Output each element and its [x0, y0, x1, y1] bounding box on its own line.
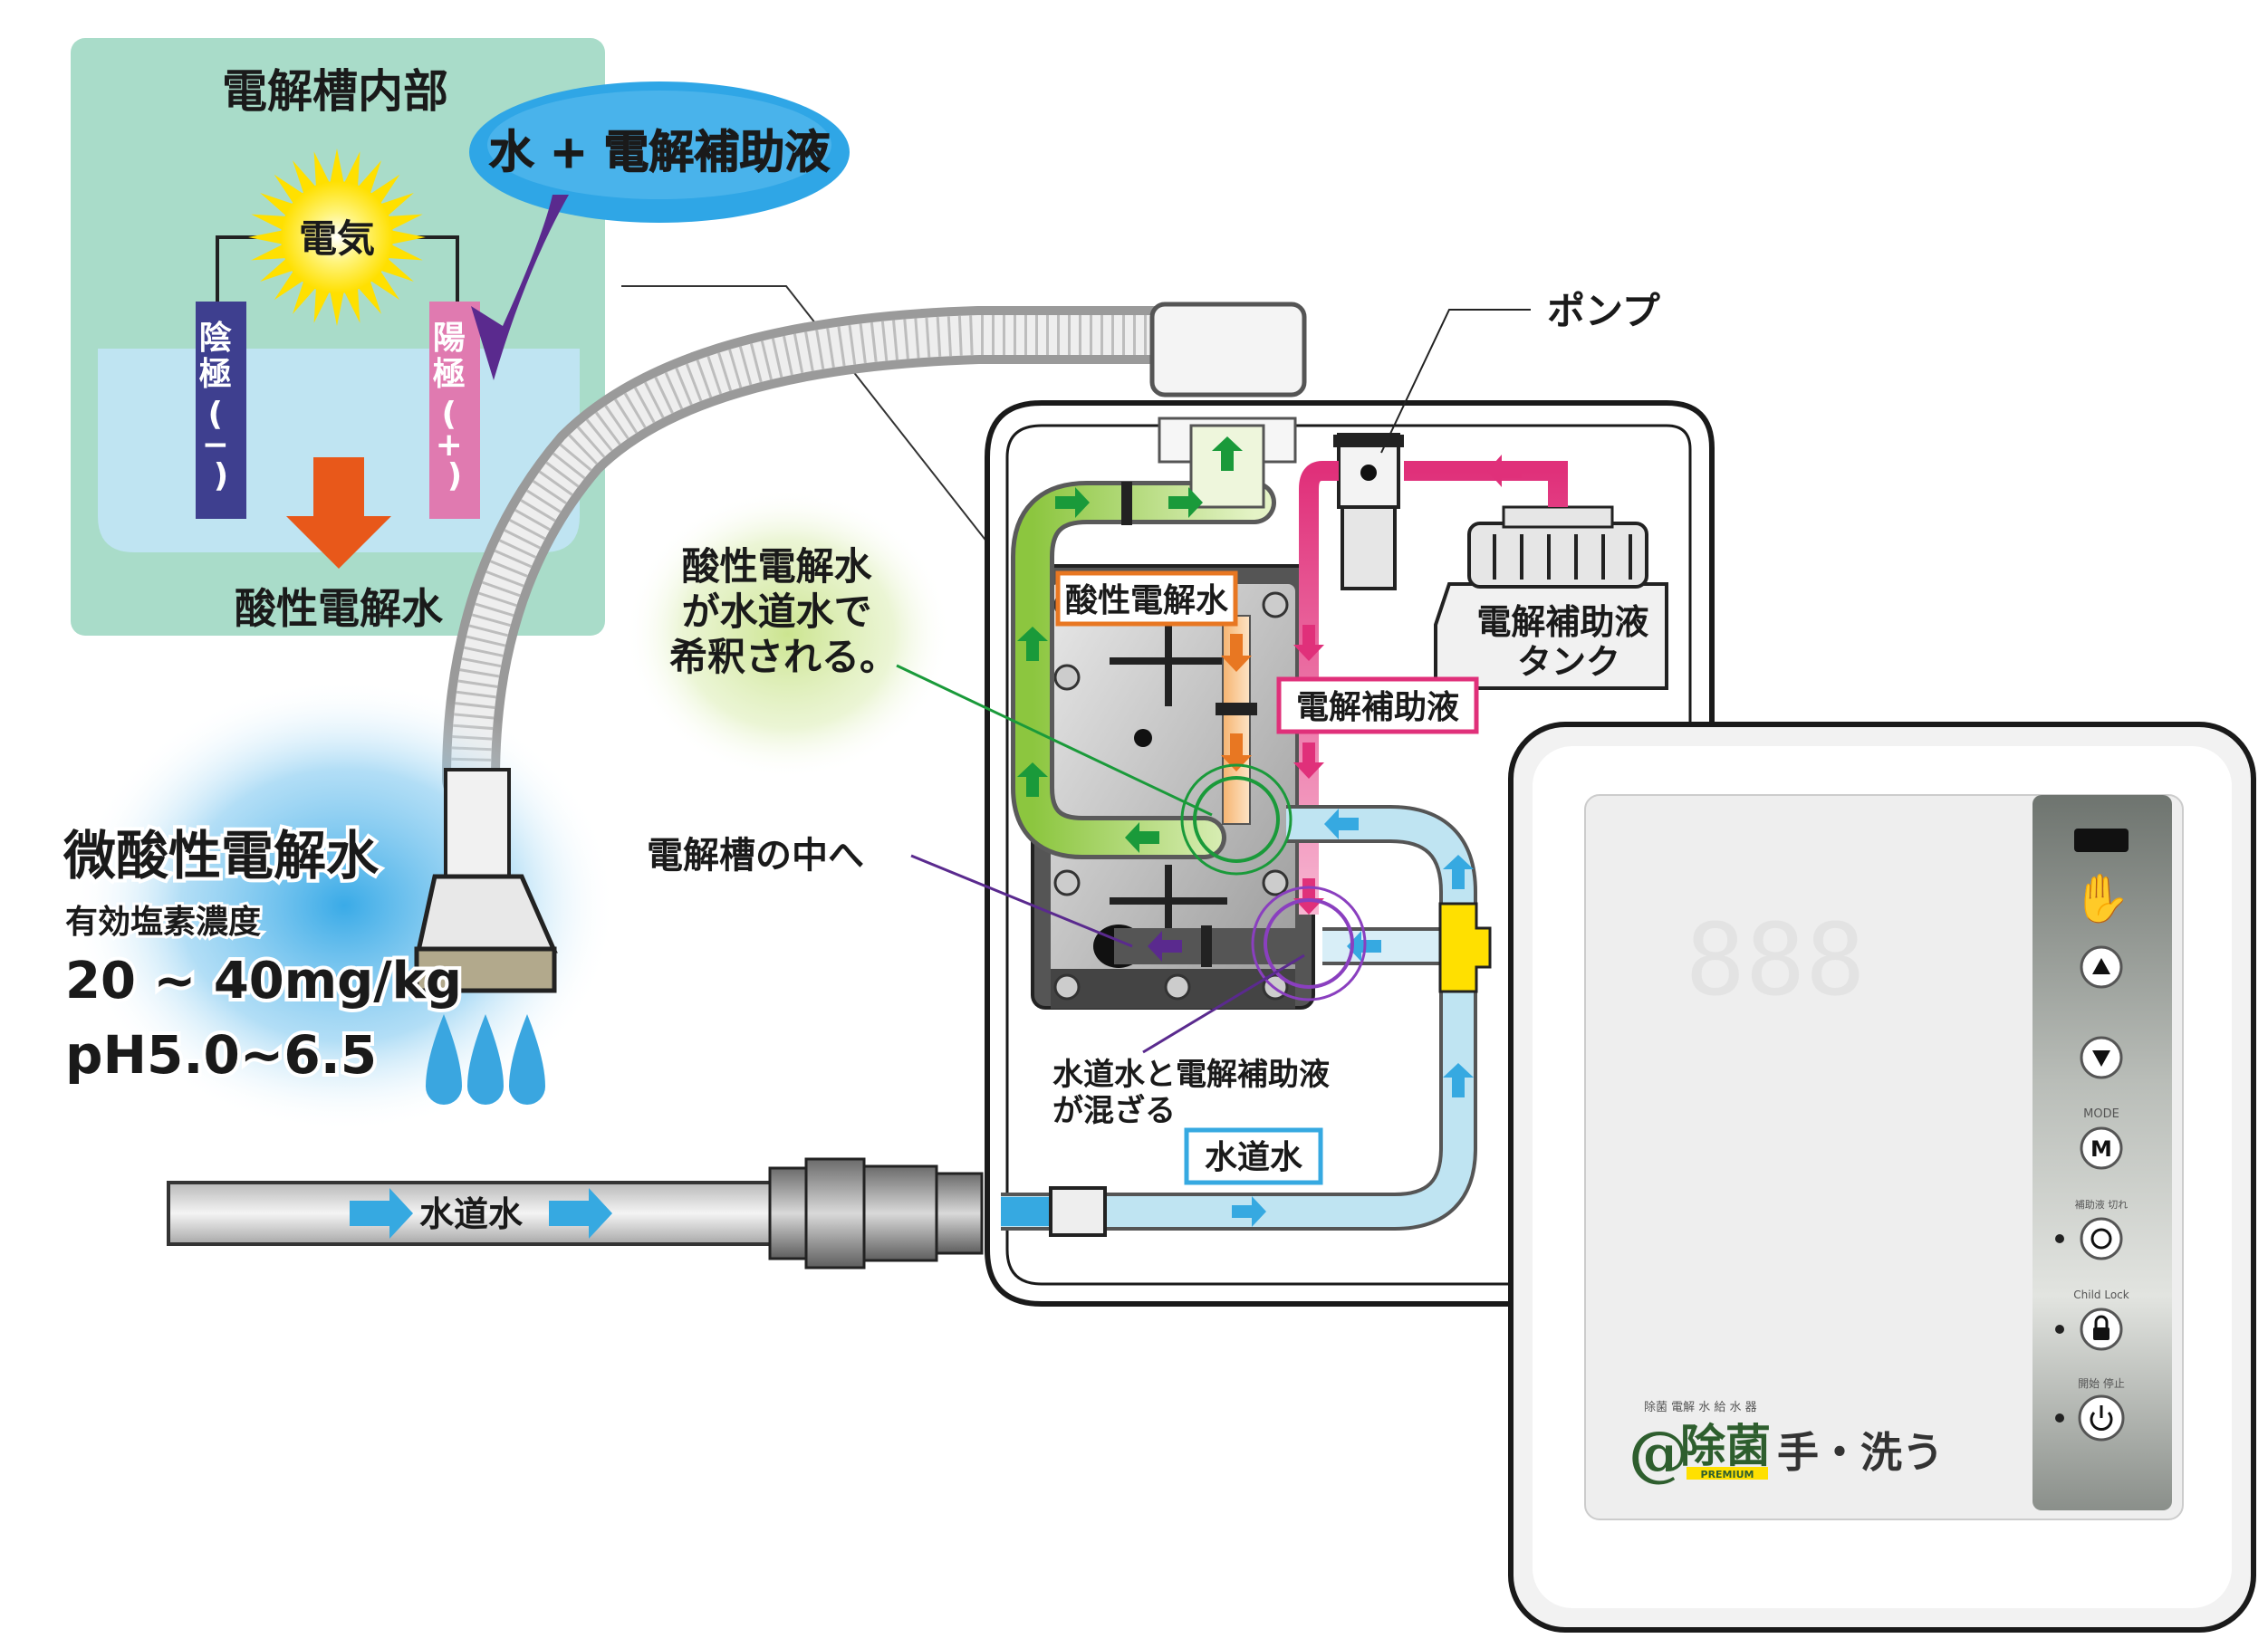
mixing-leader-line [1142, 953, 1305, 1054]
flow-arrow-icon [1487, 455, 1522, 487]
additive-box: 電解補助液 [1276, 676, 1479, 734]
reset-label: 補助液 切れ [2075, 1198, 2129, 1211]
electricity-burst [248, 149, 426, 326]
brand-premium: PREMIUM [1701, 1469, 1754, 1480]
acid-water-box-label: 酸性電解水 [1065, 582, 1229, 619]
up-arrow-icon [2092, 958, 2110, 974]
output-arrow-icon [286, 457, 391, 569]
concentration-label: 有効塩素濃度 [65, 904, 261, 941]
brand-suffix: 手・洗う [1777, 1428, 1944, 1477]
flow-arrow-icon [1293, 878, 1324, 915]
start-stop-label: 開始 停止 [2078, 1376, 2125, 1390]
product-specs: 微酸性電解水 有効塩素濃度 20 ~ 40mg/kg pH5.0~6.5 [59, 821, 466, 1089]
t-junction [1438, 902, 1492, 993]
water-drop-icon [467, 1014, 504, 1105]
mode-button-label: M [2090, 1136, 2112, 1162]
water-drops [426, 1014, 545, 1105]
device-front: 888 ✋ MODE M 補助液 切れ Child Lock 開始 [1508, 722, 2256, 1633]
dilution-note-glow [625, 489, 951, 779]
ph-value: pH5.0~6.5 [65, 1024, 377, 1086]
water-drop-icon [426, 1014, 462, 1105]
flow-arrow-icon [1017, 627, 1048, 661]
device-display: 888 [1686, 902, 1866, 1018]
flow-arrow-icon [1221, 733, 1252, 771]
inlet-pipe-label: 水道水 [419, 1194, 524, 1234]
product-title: 微酸性電解水 [62, 825, 380, 886]
mode-button[interactable]: M [2080, 1126, 2123, 1170]
dilution-leader-line [896, 664, 1213, 817]
tap-water-box: 水道水 [1184, 1127, 1323, 1185]
flow-arrow-icon [1017, 762, 1048, 797]
inset-title: 電解槽内部 [222, 65, 448, 118]
additive-tubing [1293, 455, 1568, 915]
flow-arrow-icon [1221, 634, 1252, 672]
hand-sensor-icon: ✋ [2072, 871, 2131, 926]
flow-arrow-icon [1232, 1196, 1266, 1227]
inlet-flow-arrow-icon [350, 1188, 413, 1239]
brand-at: @ [1629, 1418, 1688, 1489]
brand-name: 除菌 [1680, 1420, 1771, 1472]
flow-arrow-icon [1324, 809, 1359, 839]
into-cell-leader-line [910, 854, 1133, 948]
mode-label: MODE [2083, 1107, 2119, 1121]
outlet-hose-ribs [451, 315, 1168, 780]
mixed-tubing [1114, 886, 1367, 1001]
mixing-note: 水道水と電解補助液 が混ざる [1052, 1057, 1341, 1129]
child-lock-button[interactable] [2080, 1308, 2123, 1351]
flow-arrow-icon [1212, 436, 1243, 471]
acid-water-box: 酸性電解水 [1055, 570, 1238, 627]
tap-water-box-label: 水道水 [1205, 1139, 1303, 1176]
up-button[interactable] [2080, 945, 2123, 989]
flow-arrow-icon [1443, 855, 1474, 889]
cathode-label: 陰 極 ( − ) [199, 320, 244, 494]
inlet-pipe: 水道水 [167, 1157, 984, 1270]
reset-button[interactable] [2080, 1217, 2123, 1260]
flow-arrow-icon [1443, 1063, 1474, 1097]
flow-arrow-icon [1293, 743, 1324, 779]
down-button[interactable] [2080, 1036, 2123, 1079]
dilution-point-highlight [1193, 776, 1280, 863]
child-lock-label: Child Lock [2073, 1289, 2129, 1301]
flow-arrow-icon [1125, 822, 1159, 853]
down-arrow-icon [2092, 1050, 2110, 1067]
pump-label: ポンプ [1547, 289, 1660, 333]
flow-arrow-icon [1055, 487, 1090, 518]
anode-electrode [429, 302, 480, 519]
hose-connector [1149, 302, 1307, 398]
inset-panel: 電解槽内部 電気 陰 極 ( − ) 陽 極 ( + ) 酸性電解 [71, 38, 605, 636]
inlet-flow-arrow-icon [549, 1188, 612, 1239]
electricity-label: 電気 [299, 216, 375, 261]
power-button[interactable] [2078, 1394, 2125, 1442]
nozzle [414, 768, 558, 993]
power-icon [2090, 1411, 2113, 1431]
mixing-point-highlight [1264, 898, 1354, 989]
brand-logo: 除菌 電解 水 給 水 器 @ 除菌 PREMIUM 手・洗う [1629, 1401, 1944, 1489]
pump-leader-line [1380, 309, 1531, 454]
inset-output-label: 酸性電解水 [235, 584, 444, 633]
additive-tank: 電解補助液 タンク [1434, 505, 1668, 690]
input-arrow-icon [471, 195, 569, 380]
acid-output-tube [1216, 615, 1257, 825]
additive-box-label: 電解補助液 [1296, 689, 1459, 726]
flow-arrow-icon [1148, 931, 1182, 962]
water-drop-icon [509, 1014, 545, 1105]
anode-label: 陽 極 ( + ) [433, 320, 477, 494]
lock-icon [2093, 1327, 2109, 1340]
flow-arrow-icon [1168, 487, 1203, 518]
cathode-electrode [196, 302, 246, 519]
brand-small: 除菌 電解 水 給 水 器 [1644, 1401, 1757, 1414]
into-cell-label: 電解槽の中へ [647, 835, 864, 877]
input-bubble: 水 + 電解補助液 [469, 81, 850, 380]
tank-label: 電解補助液 タンク [1476, 602, 1660, 682]
reset-icon [2090, 1228, 2112, 1250]
concentration-value: 20 ~ 40mg/kg [65, 952, 462, 1011]
dilution-note: 酸性電解水 が水道水で 希釈される。 [669, 544, 898, 679]
pump [1333, 433, 1404, 590]
flow-arrow-icon [1293, 625, 1324, 661]
sensor-window [2074, 829, 2129, 852]
acid-water-tubing [1011, 424, 1276, 859]
input-bubble-label: 水 + 電解補助液 [489, 126, 831, 178]
